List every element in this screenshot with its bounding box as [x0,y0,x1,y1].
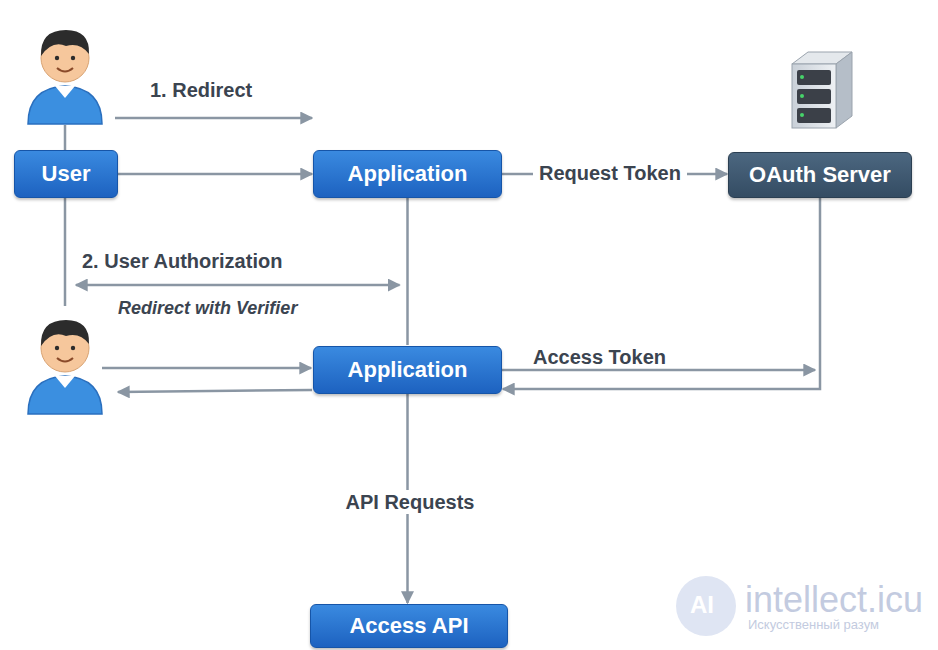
step-label: 1. Redirect [150,78,252,102]
watermark-logo [676,576,736,636]
note-label: Redirect with Verifier [118,298,297,320]
edge-label: 2. User Authorization [82,249,282,273]
user-icon [28,30,102,124]
process-box: Application [313,346,502,394]
watermark-logo-text: AI [690,591,714,620]
flow-connector [503,198,820,389]
server-icon [792,52,852,128]
flow-connector [406,198,409,345]
flow-connector [118,173,312,176]
redirect-arrow [115,117,312,120]
server-box: OAuth Server [728,152,912,198]
edge-label: API Requests [340,490,481,514]
edge-label: Access Token [533,345,666,369]
actor-box: User [14,150,118,198]
watermark-text: Искусственный разум [748,617,879,633]
request-arrow [102,367,311,370]
response-arrow [118,390,312,392]
api-box: Access API [310,604,508,648]
node-text: Application [348,357,468,383]
node-text: Access API [349,613,468,639]
edge-label: Request Token [533,161,687,185]
process-box: Application [313,150,502,198]
flow-connector [502,369,815,372]
flow-connector [76,284,400,287]
lifeline [64,198,67,306]
node-text: Application [348,161,468,187]
node-text: OAuth Server [749,162,891,188]
node-text: User [42,161,91,187]
watermark-text: intellect.icu [745,578,923,621]
lifeline [64,125,67,150]
user-icon [28,320,102,414]
